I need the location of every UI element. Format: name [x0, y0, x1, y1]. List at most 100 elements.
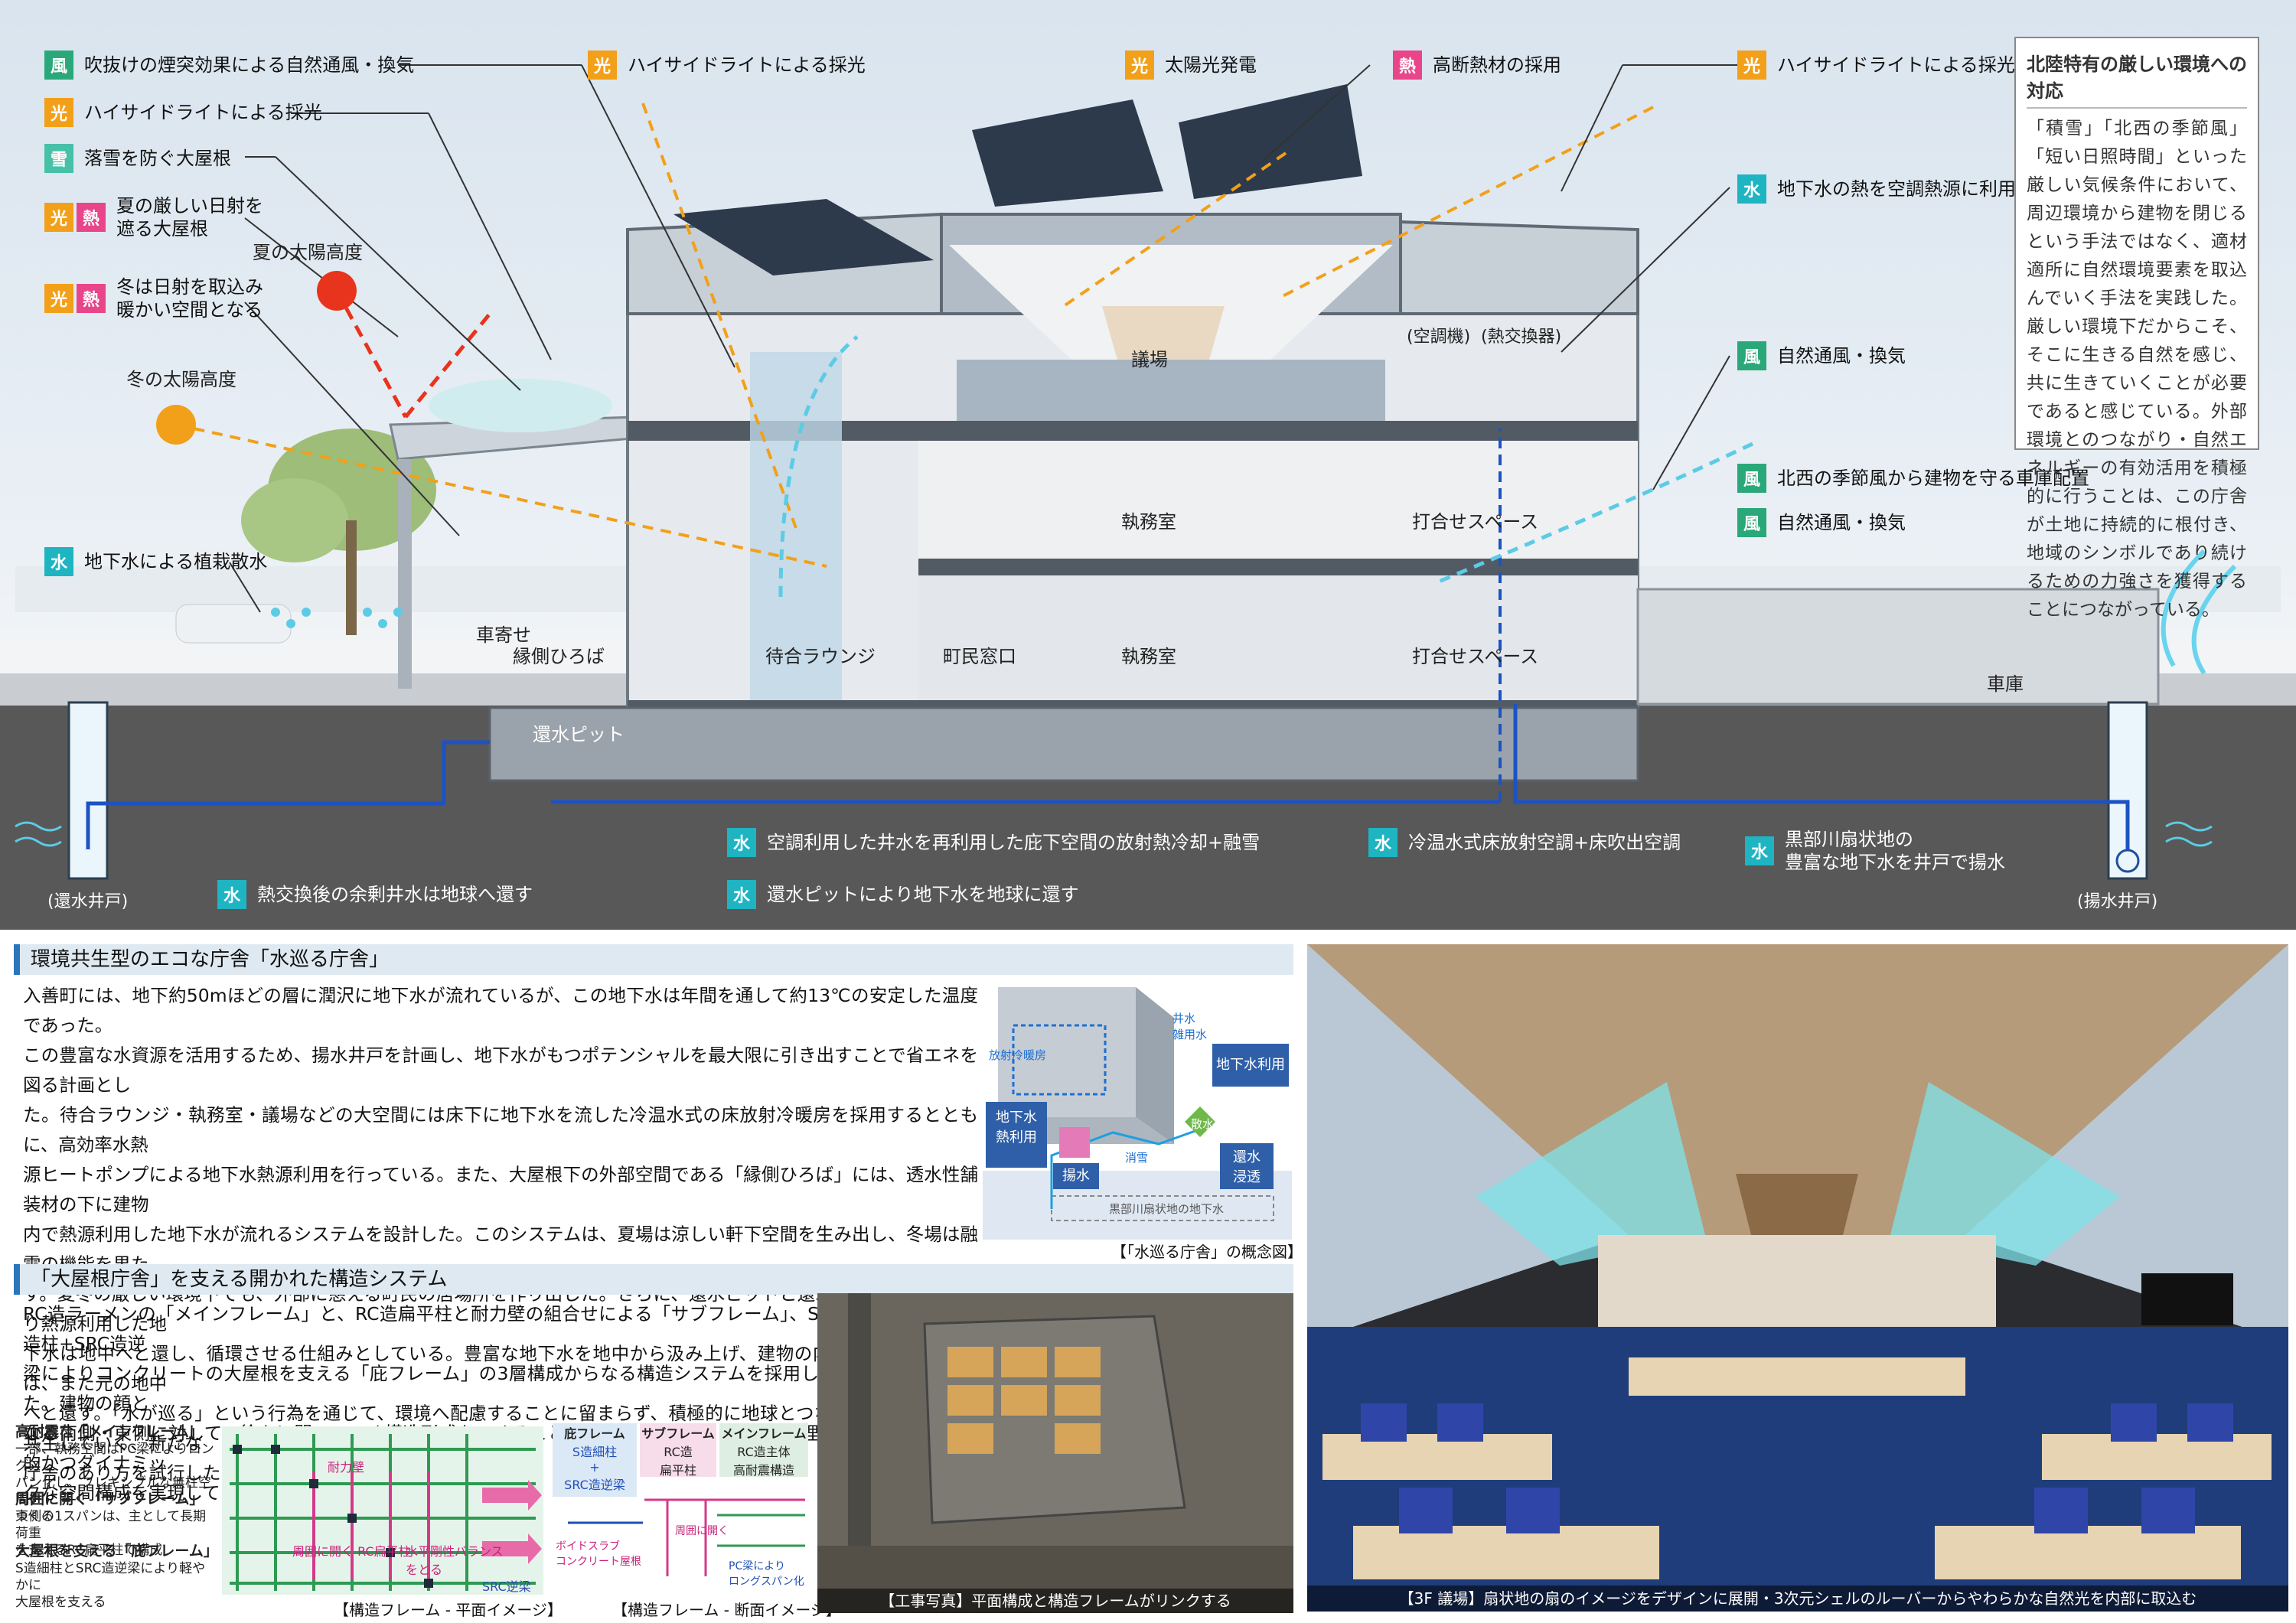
water-icon: 水	[727, 828, 756, 857]
heat-icon: 熱	[77, 284, 106, 313]
section1-line: た。待合ラウンジ・執務室・議場などの大空間には床下に地下水を流した冷温水式の床放…	[23, 1104, 978, 1155]
label-highside-light-right: 光 ハイサイドライトによる採光	[1737, 51, 2015, 80]
construction-photo-art	[817, 1293, 1293, 1613]
concept-caption: 【「水巡る庁舎」の概念図】	[1111, 1243, 1303, 1261]
pump-well-label: (揚水井戸)	[2077, 892, 2158, 911]
concept-step-4: 還水 浸透	[1220, 1143, 1274, 1189]
light-icon: 光	[44, 284, 73, 313]
climate-response-body: 「積雪」「北西の季節風」「短い日照時間」といった厳しい気候条件において、周辺環境…	[2027, 119, 2247, 620]
return-well-label: (還水井戸)	[47, 892, 129, 911]
label-natural-ventilation-chimney: 風 吹抜けの煙突効果による自然通風・換気	[44, 51, 414, 80]
concept-step-3: 地下水利用	[1212, 1044, 1289, 1087]
section2-heading: 「大屋根庁舎」を支える開かれた構造システム	[14, 1264, 1293, 1295]
light-icon: 光	[44, 203, 73, 232]
climate-response-heading: 北陸特有の厳しい環境への対応	[2027, 49, 2247, 109]
construction-photo-caption: 【工事写真】平面構成と構造フレームがリンクする	[817, 1589, 1293, 1613]
section-diagram: 風 吹抜けの煙突効果による自然通風・換気 光 ハイサイドライトによる採光 雪 落…	[0, 0, 2296, 930]
water-icon: 水	[727, 880, 756, 909]
plan-text-3: 耐力壁	[328, 1460, 365, 1475]
label-ventilation-right1: 風 自然通風・換気	[1737, 341, 1906, 370]
engawa-label: 縁側ひろば	[513, 646, 605, 667]
label-winter-sun: 光 熱 冬は日射を取込み 暖かい空間となる	[44, 275, 263, 321]
pit-label: 還水ピット	[533, 724, 625, 745]
water-icon: 水	[217, 880, 246, 909]
wind-icon: 風	[1737, 341, 1766, 370]
section-text-3: PC梁により ロングスパン化	[729, 1560, 804, 1588]
office-label-1f: 執務室	[1121, 646, 1176, 667]
concept-diagram: 地下水 熱利用 地下水利用 還水 浸透 揚水 放射冷暖房 井水 雑用水 散水 消…	[983, 979, 1292, 1240]
construction-photo: 【工事写真】平面構成と構造フレームがリンクする	[817, 1293, 1293, 1613]
label-groundwater-heat: 水 地下水の熱を空調熱源に利用	[1737, 174, 2016, 204]
frame-sub-desc: 周囲に開く「サブフレーム」 東側の1スパンは、主として長期荷重 を支えるRC扁平…	[15, 1491, 216, 1559]
assembly-hall-photo: 【3F 議場】扇状地の扇のイメージをデザインに展開・3次元シェルのルーバーからや…	[1307, 944, 2288, 1612]
office-label-2f: 執務室	[1121, 511, 1176, 533]
light-icon: 光	[1737, 51, 1766, 80]
aircon-label: (空調機)	[1407, 328, 1471, 347]
section-frame-image: 庇フレーム S造細柱 + SRC造逆梁 サブフレーム RC造 扁平柱 メインフレ…	[553, 1423, 808, 1595]
lounge-label: 待合ラウンジ	[765, 646, 876, 667]
frame-eave-desc: 大屋根を支える「庇フレーム」 S造細柱とSRC造逆梁により軽やかに 大屋根を支え…	[15, 1543, 218, 1611]
frame-eave-title: 大屋根を支える「庇フレーム」	[15, 1543, 218, 1559]
plan-caption: 【構造フレーム - 平面イメージ】	[334, 1601, 563, 1619]
concept-flush: 散水	[1191, 1117, 1215, 1131]
meeting-label-2f: 打合せスペース	[1412, 511, 1539, 533]
label-pit-return: 水 還水ピットにより地下水を地球に還す	[727, 880, 1079, 909]
label-highside-light-left: 光 ハイサイドライトによる採光	[44, 98, 322, 127]
concept-well-use: 井水 雑用水	[1172, 1012, 1208, 1041]
section2-line: 梁によりコンクリートの大屋根を支える「庇フレーム」の3層構成からなる構造システム…	[23, 1363, 819, 1414]
light-icon: 光	[588, 51, 617, 80]
climate-response-box: 北陸特有の厳しい環境への対応 「積雪」「北西の季節風」「短い日照時間」といった厳…	[2014, 37, 2259, 620]
frame-main-title: 高耐震な「メインフレーム」	[15, 1423, 204, 1440]
concept-melt: 消雪	[1125, 1151, 1149, 1165]
heat-icon: 熱	[77, 203, 106, 232]
concept-radiant: 放射冷暖房	[989, 1048, 1047, 1062]
frame-sub-title: 周囲に開く「サブフレーム」	[15, 1491, 204, 1507]
plan-text-1: 周囲に開く RC扁平柱	[292, 1544, 411, 1559]
eave-frame-box: 庇フレーム S造細柱 + SRC造逆梁	[553, 1423, 637, 1497]
plan-frame-image: 周囲に開く RC扁平柱 水平剛性バランス をとる 耐力壁 SRC逆梁	[222, 1426, 543, 1595]
counter-label: 町民窓口	[943, 646, 1016, 667]
section1-heading: 環境共生型のエコな庁舎「水巡る庁舎」	[14, 944, 1293, 975]
plan-grid	[230, 1434, 542, 1591]
label-pump-well: 水 黒部川扇状地の 豊富な地下水を井戸で揚水	[1745, 828, 2005, 874]
label-snow-roof: 雪 落雪を防ぐ大屋根	[44, 144, 231, 173]
concept-aquifer: 黒部川扇状地の地下水	[1109, 1202, 1225, 1216]
assembly-hall-photo-art	[1307, 944, 2288, 1612]
concept-step-2: 地下水 熱利用	[986, 1102, 1047, 1168]
label-groundwater-sprinkle: 水 地下水による植栽散水	[44, 547, 267, 576]
label-insulation: 熱 高断熱材の採用	[1393, 51, 1561, 80]
frame-main-desc: 高耐震な「メインフレーム」 一部、執務空間はPC梁によりロングス パン化し、フレ…	[15, 1423, 216, 1525]
label-summer-shade: 光 熱 夏の厳しい日射を 遮る大屋根	[44, 194, 263, 240]
plan-text-2: 水平剛性バランス をとる	[406, 1544, 504, 1577]
section1-line: この豊富な水資源を活用するため、揚水井戸を計画し、地下水がもつポテンシャルを最大…	[23, 1045, 978, 1096]
water-icon: 水	[44, 547, 73, 576]
main-frame-box: メインフレーム RC造主体 高耐震構造	[719, 1423, 808, 1478]
light-icon: 光	[1125, 51, 1154, 80]
frame-eave-text: S造細柱とSRC造逆梁により軽やかに 大屋根を支える	[15, 1561, 206, 1610]
heat-exchanger-label: (熱交換器)	[1481, 328, 1562, 347]
assembly-label: 議場	[1131, 349, 1168, 370]
plan-text-4: SRC逆梁	[482, 1579, 531, 1594]
section-frame-lines	[568, 1498, 805, 1576]
heat-icon: 熱	[1393, 51, 1422, 80]
label-radiant-cooling: 水 空調利用した井水を再利用した庇下空間の放射熱冷却+融雪	[727, 828, 1260, 857]
section1-line: 源ヒートポンプによる地下水熱源利用を行っている。また、大屋根下の外部空間である「…	[23, 1164, 978, 1215]
section-caption: 【構造フレーム - 断面イメージ】	[612, 1601, 841, 1619]
label-highside-light-top: 光 ハイサイドライトによる採光	[588, 51, 866, 80]
assembly-hall-caption: 【3F 議場】扇状地の扇のイメージをデザインに展開・3次元シェルのルーバーからや…	[1307, 1586, 2288, 1612]
snow-icon: 雪	[44, 144, 73, 173]
section2-line: RC造ラーメンの「メインフレーム」と、RC造扁平柱と耐力壁の組合せによる「サブフ…	[23, 1303, 819, 1354]
wind-icon: 風	[1737, 464, 1766, 493]
frame-main-text: 一部、執務空間はPC梁によりロングス パン化し、フレキシブルな無柱空間を つくる	[15, 1442, 214, 1524]
label-garage-layout: 風 北西の季節風から建物を守る車庫配置	[1737, 464, 2089, 493]
label-ventilation-right2: 風 自然通風・換気	[1737, 508, 1906, 537]
meeting-label-1f: 打合せスペース	[1412, 646, 1539, 667]
label-surplus-return: 水 熱交換後の余剰井水は地球へ還す	[217, 880, 533, 909]
water-icon: 水	[1745, 836, 1774, 865]
building-section-illustration	[0, 64, 2296, 930]
wind-icon: 風	[44, 51, 73, 80]
garage-label: 車庫	[1987, 673, 2024, 695]
concept-illustration	[983, 979, 1292, 1240]
label-floor-radiant: 水 冷温水式床放射空調+床吹出空調	[1368, 828, 1681, 857]
light-icon: 光	[44, 98, 73, 127]
